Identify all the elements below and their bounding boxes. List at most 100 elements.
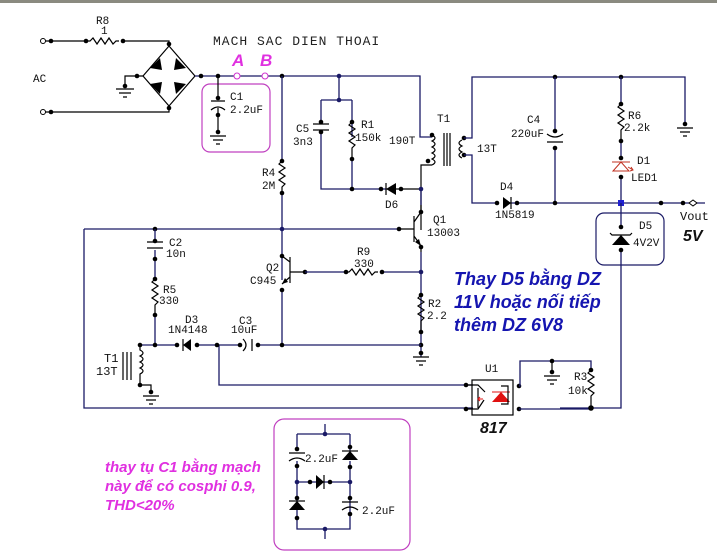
d3-diode: D3 1N4148 — [168, 315, 208, 351]
r5-name: R5 — [163, 285, 176, 297]
q1-name: Q1 — [433, 215, 447, 227]
r2-name: R2 — [428, 299, 441, 311]
r1-value: 150k — [355, 133, 382, 145]
d6-name: D6 — [385, 200, 398, 212]
t1-secondary-turns: 13T — [477, 144, 497, 156]
schematic-title: MACH SAC DIEN THOAI — [213, 34, 380, 49]
t1-aux-winding: T1 13T — [96, 345, 159, 405]
r3-value: 10k — [568, 386, 588, 398]
u1-name: U1 — [485, 364, 499, 376]
r6-value: 2.2k — [624, 123, 651, 135]
c1-highlight-box — [201, 83, 271, 153]
t1-name: T1 — [437, 114, 451, 126]
valley-fill-circuit: 2.2uF 2.2uF — [273, 418, 411, 551]
c2-value: 10n — [166, 249, 186, 261]
q1-transistor: Q1 13003 — [399, 189, 460, 357]
c3-name: C3 — [239, 316, 252, 328]
test-point-a-label: A — [231, 51, 244, 70]
test-point-a[interactable] — [233, 72, 241, 80]
u1-value: 817 — [480, 420, 508, 437]
r9-name: R9 — [357, 247, 370, 259]
d5-value: 4V2V — [633, 238, 660, 250]
t1-aux-turns: 13T — [96, 365, 118, 379]
c1-note-line-2: này để có cosphi 0.9, — [105, 478, 256, 495]
c3-value: 10uF — [231, 325, 257, 337]
ac-terminal-bottom[interactable] — [40, 109, 46, 115]
r9-resistor: R9 330 — [305, 247, 424, 277]
ground-icon — [143, 395, 159, 405]
c1-value: 2.2uF — [230, 105, 263, 117]
r4-value: 2M — [262, 181, 275, 193]
d4-diode: D4 1N5819 — [494, 182, 535, 222]
snubber: C5 3n3 R1 150k D6 — [293, 76, 421, 212]
c4-capacitor: C4 220uF — [511, 77, 564, 206]
ac-label: AC — [33, 74, 47, 86]
r4-resistor — [277, 160, 287, 193]
r2-resistor: R2 2.2 — [413, 292, 447, 366]
r8-name: R8 — [96, 16, 109, 28]
r3-resistor: R3 10k — [568, 367, 596, 411]
pfc-cap-bottom-value: 2.2uF — [362, 506, 395, 518]
vout-voltage: 5V — [683, 228, 704, 245]
r9-value: 330 — [354, 259, 374, 271]
r1-name: R1 — [361, 120, 375, 132]
r6-led-branch: R6 2.2k D1 LED1 — [611, 77, 658, 203]
pfc-cap-top-value: 2.2uF — [305, 454, 338, 466]
c1-note: thay tụ C1 bằng mạch này để có cosphi 0.… — [105, 458, 261, 514]
r5-value: 330 — [159, 296, 179, 308]
ground-icon — [116, 88, 134, 98]
q1-value: 13003 — [427, 228, 460, 240]
bridge-rectifier — [116, 45, 196, 107]
d5-zener: D5 4V2V — [560, 203, 665, 409]
d4-name: D4 — [500, 182, 514, 194]
r4-name: R4 — [262, 168, 276, 180]
d1-name: D1 — [637, 156, 651, 168]
test-point-b-label: B — [260, 51, 272, 70]
r3-name: R3 — [574, 372, 587, 384]
ground-icon — [210, 135, 226, 145]
ground-icon — [677, 127, 693, 137]
u1-optocoupler: U1 817 — [463, 364, 522, 437]
t1-aux-name: T1 — [104, 352, 118, 366]
ac-input: AC R8 1 — [33, 16, 172, 115]
vout-label: Vout — [680, 210, 709, 224]
c5-name: C5 — [296, 124, 309, 136]
r2-value: 2.2 — [427, 311, 447, 323]
c1-capacitor: C1 2.2uF — [201, 76, 271, 153]
d4-value: 1N5819 — [495, 210, 535, 222]
valley-fill-box — [273, 418, 411, 551]
led-d1 — [611, 161, 631, 172]
r8-value: 1 — [101, 26, 108, 38]
r6-name: R6 — [628, 111, 641, 123]
test-point-b[interactable] — [261, 72, 269, 80]
c4-value: 220uF — [511, 129, 544, 141]
d3-name: D3 — [185, 315, 198, 327]
c1-note-line-3: THD<20% — [105, 497, 175, 514]
c1-name: C1 — [230, 92, 244, 104]
d5-note-line-2: 11V hoặc nối tiếp — [454, 292, 601, 312]
c5-value: 3n3 — [293, 137, 313, 149]
c2-r5-branch: C2 10n R5 330 — [147, 229, 186, 345]
d1-value: LED1 — [631, 173, 658, 185]
c1-note-line-1: thay tụ C1 bằng mạch — [105, 458, 261, 476]
ground-icon — [413, 356, 429, 366]
d3-value: 1N4148 — [168, 325, 208, 337]
q2-value: C945 — [250, 276, 276, 288]
q2-name: Q2 — [266, 263, 279, 275]
q2-transistor: Q2 C945 — [250, 253, 308, 345]
d5-highlight-box — [595, 212, 665, 266]
d5-note: Thay D5 bằng DZ 11V hoặc nối tiếp thêm D… — [454, 268, 602, 335]
vout-terminal[interactable] — [688, 199, 698, 207]
d5-note-line-1: Thay D5 bằng DZ — [454, 268, 602, 289]
c4-name: C4 — [527, 115, 541, 127]
c3-capacitor: C3 10uF — [231, 316, 261, 352]
d5-name: D5 — [639, 221, 652, 233]
ac-terminal-top[interactable] — [40, 38, 46, 44]
t1-primary-turns: 190T — [389, 136, 416, 148]
c2-name: C2 — [169, 238, 182, 250]
t1-transformer: 190T T1 13T — [389, 114, 497, 230]
r8-resistor — [86, 36, 119, 46]
ground-icon — [544, 361, 560, 385]
d5-note-line-3: thêm DZ 6V8 — [454, 315, 563, 335]
